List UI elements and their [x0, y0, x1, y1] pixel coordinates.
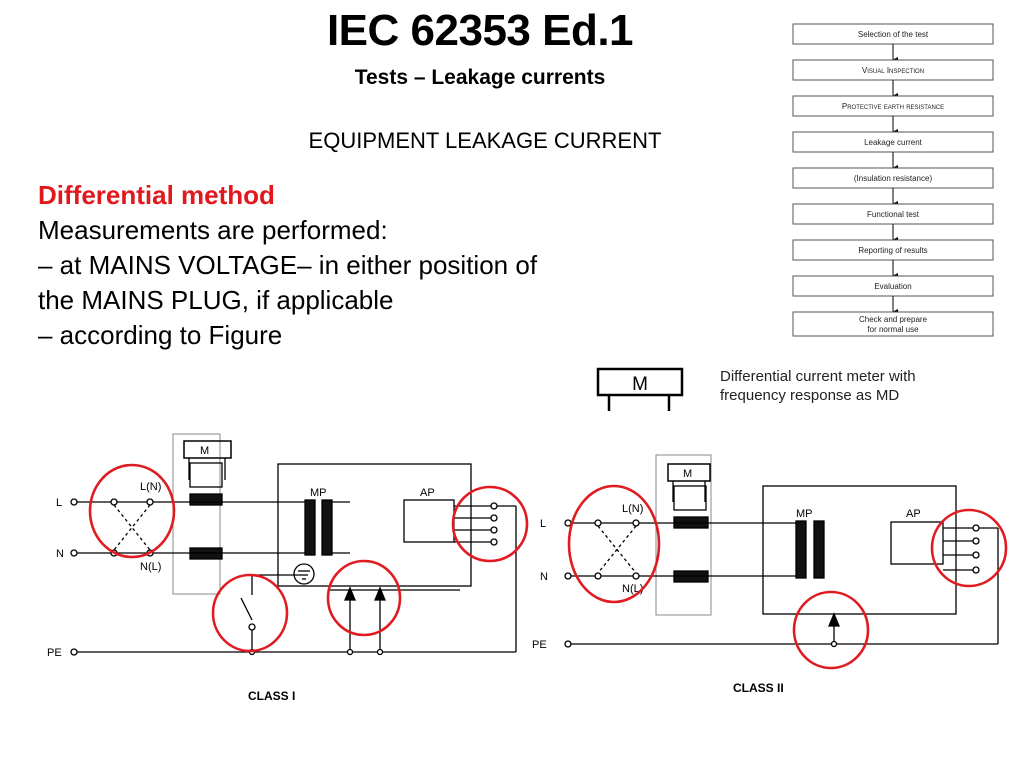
- svg-text:(Insulation resistance): (Insulation resistance): [854, 174, 933, 183]
- class1-label-MP: MP: [310, 487, 327, 499]
- highlight-class1-enclosure: [326, 559, 402, 637]
- class2-label-AP: AP: [906, 508, 921, 520]
- highlight-class2-plug: [567, 484, 661, 604]
- highlight-class1-switch: [211, 573, 289, 653]
- class1-label-L: L: [56, 497, 62, 509]
- class2-equipment-box: [762, 485, 957, 615]
- class1-label-LN: L(N): [140, 481, 161, 493]
- svg-text:M: M: [632, 374, 648, 395]
- class2-label-LN: L(N): [622, 503, 643, 515]
- class2-label-MP: MP: [796, 508, 813, 520]
- body-text: Differential method Measurements are per…: [38, 178, 738, 353]
- class1-applied-part: [403, 499, 455, 543]
- class2-label-N: N: [540, 571, 548, 583]
- highlight-class2-applied-part: [930, 508, 1008, 588]
- method-heading: Differential method: [38, 180, 275, 210]
- class1-meter-symbol: [183, 440, 232, 459]
- class2-diagram: [564, 454, 999, 648]
- svg-text:Functional test: Functional test: [867, 210, 920, 219]
- svg-text:Evaluation: Evaluation: [874, 282, 911, 291]
- svg-text:Visual Inspection: Visual Inspection: [862, 66, 924, 75]
- class1-caption: CLASS I: [248, 689, 295, 703]
- svg-text:Protective earth resistance: Protective earth resistance: [842, 102, 944, 111]
- flow-step-selection: Selection of the test: [792, 23, 994, 45]
- svg-text:Selection of the test: Selection of the test: [858, 30, 929, 39]
- flow-step-check-prepare: Check and prepare for normal use: [792, 311, 994, 337]
- legend-line-2: frequency response as MD: [720, 387, 900, 404]
- test-sequence-flowchart: Selection of the test Visual Inspection …: [792, 23, 994, 337]
- flow-step-visual-inspection: Visual Inspection: [792, 59, 994, 81]
- flow-step-protective-earth: Protective earth resistance: [792, 95, 994, 117]
- highlight-class1-applied-part: [451, 485, 529, 563]
- body-line-1: Measurements are performed:: [38, 215, 388, 245]
- meter-legend-text: Differential current meter with frequenc…: [720, 367, 916, 405]
- class1-meter-label: M: [200, 445, 209, 457]
- body-line-3: the MAINS PLUG, if applicable: [38, 285, 394, 315]
- body-line-2: – at MAINS VOLTAGE– in either position o…: [38, 250, 538, 280]
- class2-applied-part: [890, 521, 944, 565]
- flow-step-reporting: Reporting of results: [792, 239, 994, 261]
- legend-line-1: Differential current meter with: [720, 368, 916, 385]
- class2-meter-symbol: [667, 463, 711, 482]
- page-subtitle: Tests – Leakage currents: [354, 66, 606, 89]
- flow-step-evaluation: Evaluation: [792, 275, 994, 297]
- class1-label-PE: PE: [47, 647, 62, 659]
- body-line-4: – according to Figure: [38, 320, 283, 350]
- flow-step-functional: Functional test: [792, 203, 994, 225]
- svg-text:Reporting of results: Reporting of results: [858, 246, 927, 255]
- class1-label-NL: N(L): [140, 561, 161, 573]
- class1-diagram: [70, 433, 517, 656]
- highlight-class2-enclosure: [792, 590, 870, 670]
- meter-legend-symbol: M: [596, 367, 684, 411]
- class1-label-AP: AP: [420, 487, 435, 499]
- svg-text:Leakage current: Leakage current: [864, 138, 923, 147]
- class2-label-L: L: [540, 518, 546, 530]
- svg-text:for normal use: for normal use: [867, 325, 919, 334]
- class2-caption: CLASS II: [733, 681, 784, 695]
- circuit-diagrams: L N PE L(N) N(L) M MP AP CLASS I L N PE …: [47, 433, 1008, 703]
- class1-equipment-box: [277, 463, 472, 587]
- section-heading: EQUIPMENT LEAKAGE CURRENT: [308, 128, 662, 153]
- class2-label-NL: N(L): [622, 583, 643, 595]
- flow-step-insulation: (Insulation resistance): [792, 167, 994, 189]
- flow-step-leakage-current: Leakage current: [792, 131, 994, 153]
- class2-label-PE: PE: [532, 639, 547, 651]
- page-title: IEC 62353 Ed.1: [326, 6, 634, 55]
- class2-meter-label: M: [683, 468, 692, 480]
- class2-meter-housing: [655, 454, 712, 616]
- highlight-class1-plug: [88, 463, 176, 559]
- svg-text:Check and prepare: Check and prepare: [859, 315, 928, 324]
- class1-label-N: N: [56, 548, 64, 560]
